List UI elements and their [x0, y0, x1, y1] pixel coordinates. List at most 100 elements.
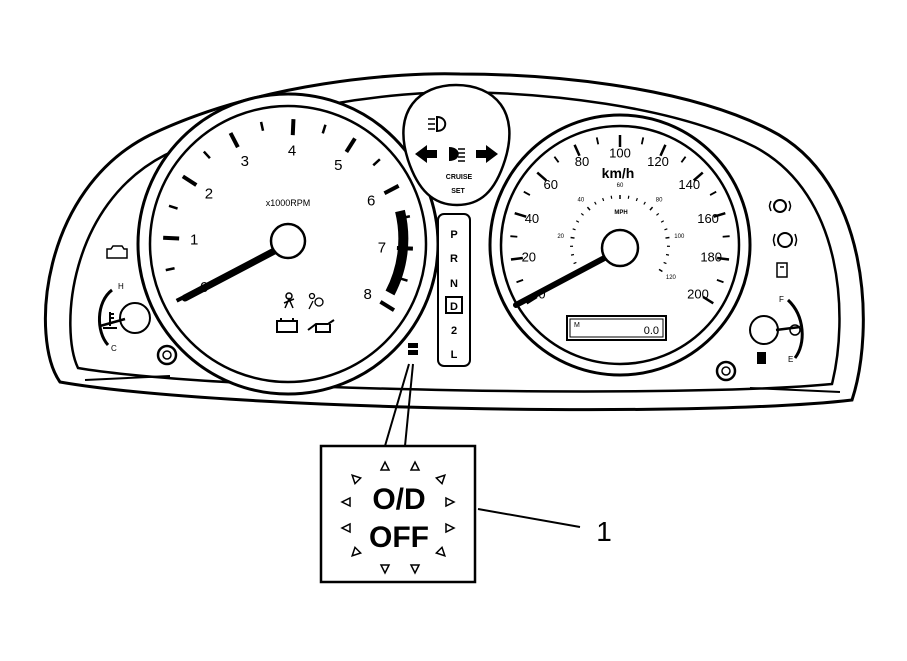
speedometer-inner-unit-label: MPH: [614, 210, 627, 216]
speedometer-inner-minor-tick: [663, 261, 667, 265]
tachometer-needle: [181, 244, 284, 302]
headlight-indicator-icon: [428, 115, 447, 133]
speedometer-inner-scale-label: 20: [557, 234, 564, 240]
speedometer-minor-tick: [523, 190, 531, 196]
turn-signal-left-icon: [415, 145, 437, 163]
speedometer-scale-label: 80: [575, 154, 589, 169]
trip-reset-knob-center: [162, 350, 172, 360]
speedometer-major-tick: [716, 256, 730, 261]
high-beam-indicator-icon: [449, 147, 465, 162]
speedometer-inner-minor-tick: [575, 220, 580, 223]
center-indicator-panel: CRUISE SET: [402, 83, 511, 207]
speedometer-inner-minor-tick: [602, 197, 605, 202]
speedometer-inner-minor-tick: [665, 253, 670, 256]
speedometer-inner-scale-label: 60: [617, 183, 624, 189]
cruise-indicator-label: CRUISE: [446, 174, 473, 181]
odometer-reset-knob: [715, 360, 737, 382]
illumination-ray-icon: [409, 460, 421, 471]
speedometer-inner-major-tick: [658, 268, 663, 273]
speedometer-bezel-inner: [499, 124, 741, 366]
speedometer-minor-tick: [722, 235, 730, 238]
fuel-needle: [775, 325, 801, 332]
airbag-warning-icon: [308, 292, 324, 310]
illumination-ray-icon: [350, 473, 363, 486]
tachometer-unit-label: x1000RPM: [266, 198, 311, 208]
od-off-callout: O/D OFF: [319, 444, 477, 584]
speedometer-hub: [600, 228, 640, 268]
speedometer-inner-scale-label: 100: [674, 234, 685, 240]
od-off-callout-line2: OFF: [369, 521, 429, 554]
gear-d: D: [450, 301, 458, 313]
illumination-ray-icon: [350, 545, 363, 558]
tachometer-major-tick: [228, 132, 240, 149]
tachometer-redline-band: [385, 209, 409, 296]
speedometer-inner-scale-label: 40: [578, 198, 585, 204]
speedometer-inner-minor-tick: [570, 253, 575, 256]
speedometer-minor-tick: [709, 190, 717, 196]
speedometer-needle: [513, 251, 615, 308]
tachometer-hub: [269, 222, 307, 260]
speedometer-minor-tick: [510, 235, 518, 238]
temperature-gauge-hub: [119, 302, 151, 334]
illumination-ray-icon: [434, 545, 447, 558]
speedometer-inner-minor-tick: [664, 228, 668, 231]
speedometer-scale-label: 40: [525, 211, 539, 226]
illumination-ray-icon: [445, 496, 456, 508]
odometer-display-inner: [569, 318, 664, 338]
speedometer-minor-tick: [680, 156, 687, 163]
speedometer-major-tick: [510, 256, 524, 261]
speedometer-scale-label: 120: [647, 154, 669, 169]
tachometer-major-tick: [383, 184, 400, 196]
tachometer-scale-label: 4: [288, 142, 296, 159]
speedometer-inner-minor-tick: [580, 212, 584, 216]
speedometer-inner-minor-tick: [572, 228, 576, 231]
gear-indicator: P R N D 2 L: [437, 213, 471, 367]
odometer-reset-knob-center: [721, 366, 731, 376]
oil-pressure-warning-icon: [307, 319, 335, 333]
odometer-display: [566, 315, 667, 341]
speedometer-scale-label: 20: [522, 250, 536, 265]
center-panel-outline: [402, 83, 511, 207]
tachometer-minor-tick: [372, 158, 381, 167]
speedometer-minor-tick: [595, 137, 600, 145]
speedometer-minor-tick: [716, 279, 724, 284]
temperature-gauge: H C: [97, 245, 178, 366]
speedometer-major-tick: [659, 144, 667, 157]
callout-leader-line-right: [404, 363, 414, 447]
speedometer-inner-major-tick: [665, 236, 670, 239]
speedometer-major-tick: [713, 212, 726, 218]
gear-r: R: [450, 253, 458, 265]
tachometer-scale-label: 2: [205, 185, 213, 202]
fuel-pump-icon: [757, 352, 766, 364]
temperature-gauge-arc: [97, 288, 113, 347]
speedometer-inner-minor-tick: [610, 195, 613, 199]
check-engine-icon: [106, 245, 128, 259]
speedometer-inner-minor-tick: [656, 212, 660, 216]
speedometer-minor-tick: [516, 279, 524, 284]
battery-warning-icon: [276, 318, 298, 333]
reference-number-label: 1: [596, 516, 612, 547]
tachometer-scale-label: 3: [241, 153, 249, 170]
tachometer-scale-label: 5: [334, 157, 342, 174]
gear-indicator-frame: [437, 213, 471, 367]
tachometer-major-tick: [344, 137, 357, 154]
speedometer-inner-minor-tick: [627, 195, 630, 199]
seatbelt-warning-icon: [283, 292, 295, 309]
fuel-gauge-hub: [749, 315, 779, 345]
speedometer-scale-label: 180: [700, 250, 722, 265]
od-off-illumination-rays: [340, 460, 456, 575]
speedometer-ticks: [510, 135, 730, 305]
tachometer-major-tick: [290, 119, 296, 136]
speedometer-inner-major-tick: [570, 236, 575, 239]
tachometer-minor-tick: [259, 121, 265, 131]
speedometer-scale-label: 200: [687, 286, 709, 301]
cruise-set-indicator-label: SET: [451, 188, 465, 195]
speedometer-scale-label: 60: [544, 177, 558, 192]
speedometer-inner-ticks: [570, 195, 670, 273]
brake-warning-icon: [768, 199, 792, 213]
cluster-lower-trim: [84, 375, 841, 393]
tachometer-minor-tick: [168, 204, 178, 210]
speedometer-inner-scale-label: 80: [656, 198, 663, 204]
temperature-needle: [99, 317, 126, 328]
gear-l: L: [451, 349, 458, 361]
